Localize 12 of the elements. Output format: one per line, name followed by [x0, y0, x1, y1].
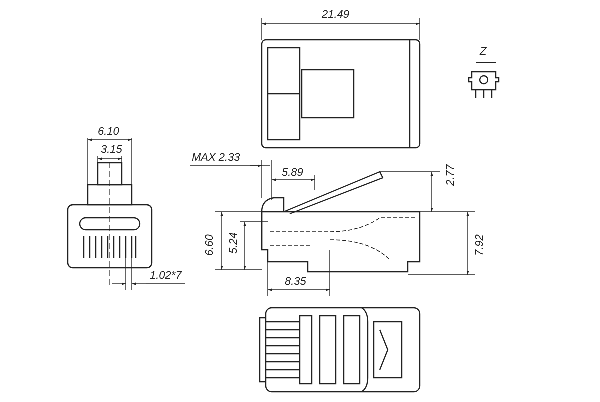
dimension-value: 6.60 — [204, 234, 216, 256]
dimension-value: MAX 2.33 — [192, 152, 240, 164]
dimension-value: 5.89 — [282, 167, 304, 179]
view-label: Z — [480, 46, 487, 58]
dimension-value: 6.10 — [98, 126, 120, 138]
dimension-value: 3.15 — [101, 144, 122, 156]
dimension-value: 8.35 — [285, 276, 306, 288]
dimension-value: 2.77 — [445, 164, 457, 186]
dimension-value: 5.24 — [228, 232, 240, 254]
dimension-value: 21.49 — [322, 9, 350, 21]
dimension-value: 7.92 — [474, 234, 486, 256]
dimension-value: 1.02*7 — [150, 270, 182, 282]
